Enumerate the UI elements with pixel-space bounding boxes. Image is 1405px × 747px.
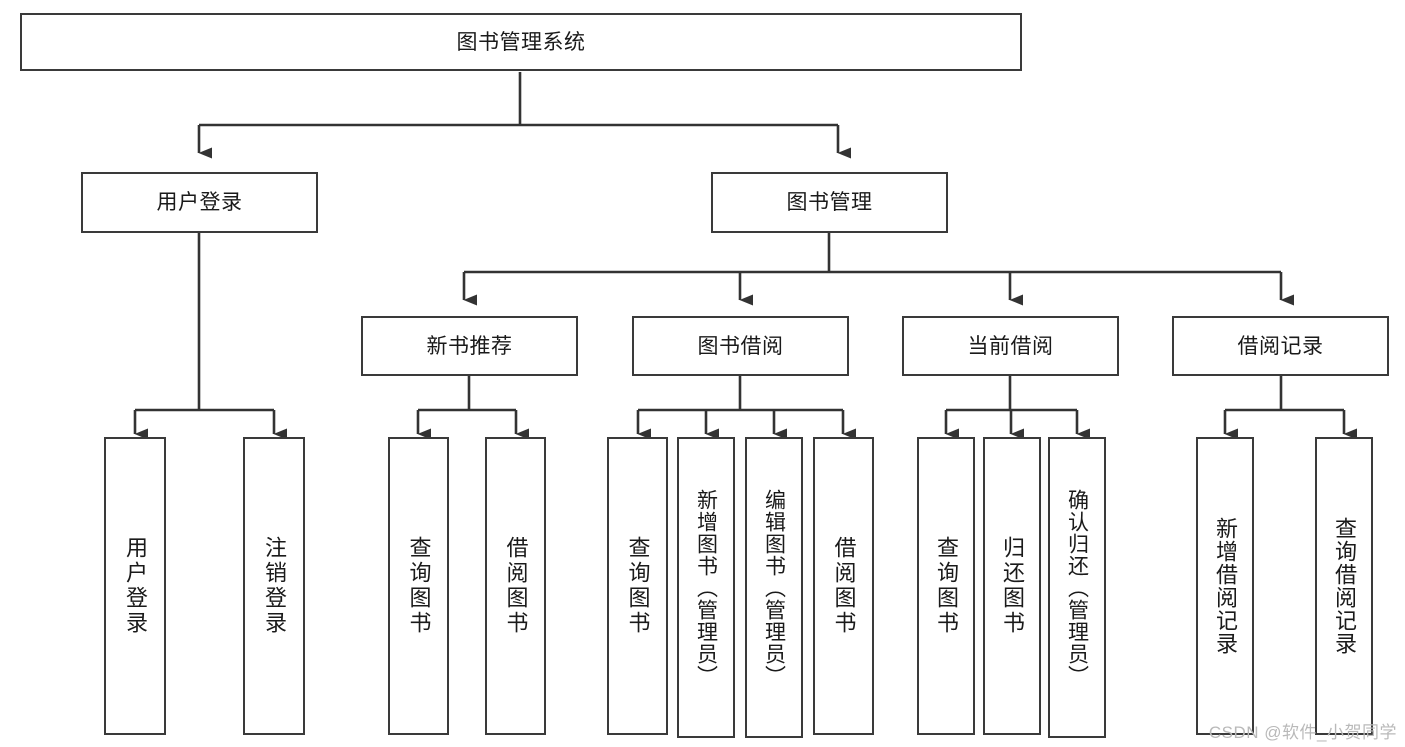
node-leaf-confirm-return-label: 确认归还（管理员） <box>1065 488 1089 687</box>
node-leaf-user-login[interactable]: 用户登录 <box>104 437 166 735</box>
node-book-manage-label: 图书管理 <box>786 191 873 214</box>
node-current-borrow-label: 当前借阅 <box>967 334 1054 358</box>
node-leaf-borrow-book-2[interactable]: 借阅图书 <box>813 437 874 735</box>
node-leaf-query-book-2[interactable]: 查询图书 <box>607 437 668 735</box>
node-user-login[interactable]: 用户登录 <box>81 172 318 233</box>
node-leaf-query-record-label: 查询借阅记录 <box>1332 517 1357 655</box>
node-leaf-add-book-label: 新增图书（管理员） <box>694 488 718 687</box>
node-leaf-add-book[interactable]: 新增图书（管理员） <box>677 437 735 738</box>
node-leaf-borrow-book-1-label: 借阅图书 <box>503 536 529 636</box>
node-leaf-query-book-3-label: 查询图书 <box>934 536 959 636</box>
node-leaf-add-record[interactable]: 新增借阅记录 <box>1196 437 1254 735</box>
node-current-borrow[interactable]: 当前借阅 <box>902 316 1119 376</box>
node-leaf-query-book-3[interactable]: 查询图书 <box>917 437 975 735</box>
node-leaf-return-book-label: 归还图书 <box>1000 536 1025 636</box>
node-book-manage[interactable]: 图书管理 <box>711 172 948 233</box>
node-new-book-recommend[interactable]: 新书推荐 <box>361 316 578 376</box>
node-borrow-record[interactable]: 借阅记录 <box>1172 316 1389 376</box>
node-leaf-user-login-label: 用户登录 <box>123 536 148 636</box>
node-leaf-edit-book[interactable]: 编辑图书（管理员） <box>745 437 803 738</box>
node-leaf-query-record[interactable]: 查询借阅记录 <box>1315 437 1373 735</box>
node-leaf-edit-book-label: 编辑图书（管理员） <box>762 488 786 687</box>
node-leaf-logout-login[interactable]: 注销登录 <box>243 437 305 735</box>
node-leaf-query-book-2-label: 查询图书 <box>625 536 651 636</box>
node-leaf-query-book-1[interactable]: 查询图书 <box>388 437 449 735</box>
node-leaf-add-record-label: 新增借阅记录 <box>1213 517 1238 655</box>
node-leaf-return-book[interactable]: 归还图书 <box>983 437 1041 735</box>
node-root-label: 图书管理系统 <box>456 30 586 54</box>
node-book-borrow[interactable]: 图书借阅 <box>632 316 849 376</box>
node-leaf-confirm-return[interactable]: 确认归还（管理员） <box>1048 437 1106 738</box>
node-leaf-borrow-book-1[interactable]: 借阅图书 <box>485 437 546 735</box>
node-new-book-recommend-label: 新书推荐 <box>426 334 513 358</box>
watermark: CSDN @软件_小贺同学 <box>1208 723 1397 742</box>
node-book-borrow-label: 图书借阅 <box>697 334 784 358</box>
node-root[interactable]: 图书管理系统 <box>20 13 1022 71</box>
node-leaf-query-book-1-label: 查询图书 <box>406 536 432 636</box>
node-leaf-borrow-book-2-label: 借阅图书 <box>831 536 857 636</box>
node-user-login-label: 用户登录 <box>156 191 243 214</box>
node-leaf-logout-login-label: 注销登录 <box>262 536 287 636</box>
node-borrow-record-label: 借阅记录 <box>1237 334 1324 358</box>
